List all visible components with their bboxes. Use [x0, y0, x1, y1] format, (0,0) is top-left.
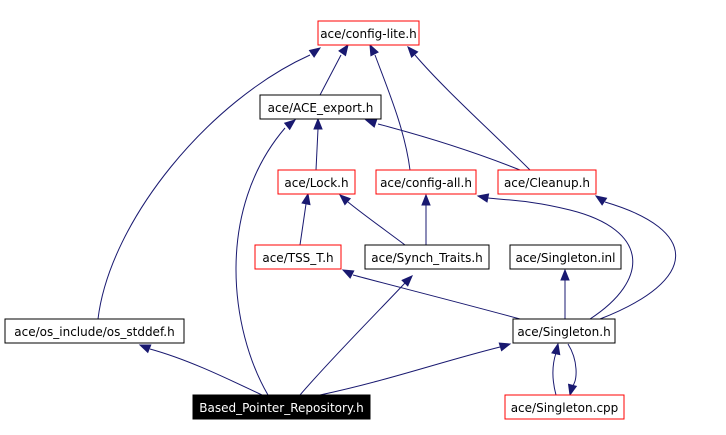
edge-line	[315, 128, 319, 171]
arrow-head-icon	[560, 268, 570, 281]
edge-cleanup-to-config-lite	[407, 45, 531, 171]
arrow-head-icon	[313, 117, 323, 130]
arrow-head-icon	[567, 383, 578, 397]
node-label: ace/TSS_T.h	[262, 251, 333, 265]
arrow-head-icon	[138, 344, 152, 354]
edge-line	[352, 274, 521, 320]
edge-line	[377, 123, 521, 171]
edge-singleton-h-to-singleton-cpp	[567, 343, 578, 397]
arrow-head-icon	[421, 193, 431, 206]
arrow-head-icon	[364, 118, 378, 128]
edge-line	[319, 346, 501, 396]
node-label: ace/config-lite.h	[320, 27, 417, 41]
arrow-head-icon	[498, 342, 512, 352]
node-label: ace/Singleton.h	[517, 325, 610, 339]
edge-cleanup-to-ace-export	[364, 118, 521, 171]
edge-line	[414, 54, 531, 171]
edge-line	[599, 201, 676, 320]
node-based-pointer-repository[interactable]: Based_Pointer_Repository.h	[192, 394, 371, 420]
node-config-lite[interactable]: ace/config-lite.h	[317, 20, 420, 46]
node-ace-export[interactable]: ace/ACE_export.h	[259, 94, 382, 120]
node-label: ace/Lock.h	[284, 176, 348, 190]
edge-line	[97, 54, 311, 320]
edge-line	[299, 282, 406, 396]
edge-synch-traits-to-lock	[338, 194, 406, 246]
arrow-head-icon	[308, 47, 322, 58]
edge-based-ptr-to-singleton-h	[319, 342, 512, 396]
node-tss-t[interactable]: ace/TSS_T.h	[254, 244, 342, 270]
node-synch-traits[interactable]: ace/Synch_Traits.h	[364, 244, 490, 270]
edge-line	[487, 197, 634, 320]
arrow-head-icon	[283, 119, 297, 131]
arrow-head-icon	[401, 275, 413, 287]
arrow-head-icon	[338, 43, 349, 57]
node-label: ace/Singleton.cpp	[511, 401, 619, 415]
edge-line	[235, 127, 286, 396]
node-label: ace/Cleanup.h	[504, 176, 590, 190]
node-label: ace/os_include/os_stddef.h	[14, 325, 174, 339]
node-singleton-cpp[interactable]: ace/Singleton.cpp	[504, 394, 625, 420]
node-singleton-inl[interactable]: ace/Singleton.inl	[509, 244, 622, 270]
edge-based-ptr-to-ace-export	[235, 119, 297, 396]
edge-line	[299, 203, 307, 246]
node-label: Based_Pointer_Repository.h	[199, 401, 363, 415]
edge-tss-t-to-lock	[299, 192, 311, 246]
edge-singleton-h-to-tss-t	[341, 269, 521, 320]
arrow-head-icon	[407, 45, 419, 59]
edge-synch-traits-to-config-all	[421, 193, 431, 245]
edge-singleton-h-to-config-all	[476, 193, 634, 320]
node-os-stddef[interactable]: ace/os_include/os_stddef.h	[4, 318, 185, 344]
edge-line	[567, 343, 577, 388]
node-label: ace/Singleton.inl	[515, 251, 615, 265]
arrow-head-icon	[551, 342, 561, 356]
edge-singleton-cpp-to-singleton-h	[551, 342, 561, 396]
arrow-head-icon	[476, 193, 490, 203]
arrow-head-icon	[369, 43, 379, 57]
edge-based-ptr-to-os-stddef	[138, 344, 263, 396]
node-singleton-h[interactable]: ace/Singleton.h	[512, 318, 616, 344]
edge-ace-export-to-config-lite	[319, 43, 349, 96]
arrow-head-icon	[341, 269, 355, 279]
edge-line	[552, 352, 557, 396]
node-label: ace/Synch_Traits.h	[371, 251, 482, 265]
arrow-head-icon	[301, 192, 311, 206]
node-cleanup[interactable]: ace/Cleanup.h	[497, 169, 597, 195]
arrow-head-icon	[594, 195, 608, 206]
node-label: ace/ACE_export.h	[268, 101, 374, 115]
edge-singleton-h-to-cleanup	[594, 195, 676, 320]
edge-lock-to-ace-export	[313, 117, 323, 171]
edge-os-stddef-to-config-lite	[97, 47, 322, 320]
node-lock[interactable]: ace/Lock.h	[277, 169, 356, 195]
edge-singleton-h-to-singleton-inl	[560, 268, 570, 319]
edge-line	[319, 54, 342, 96]
edge-line	[374, 54, 411, 171]
edge-line	[149, 348, 263, 396]
node-label: ace/config-all.h	[380, 176, 472, 190]
edge-based-ptr-to-synch-traits	[299, 275, 413, 396]
edges-layer	[97, 43, 676, 397]
edge-line	[347, 201, 406, 246]
arrow-head-icon	[338, 194, 352, 206]
node-config-all[interactable]: ace/config-all.h	[375, 169, 477, 195]
edge-config-all-to-config-lite	[369, 43, 411, 171]
